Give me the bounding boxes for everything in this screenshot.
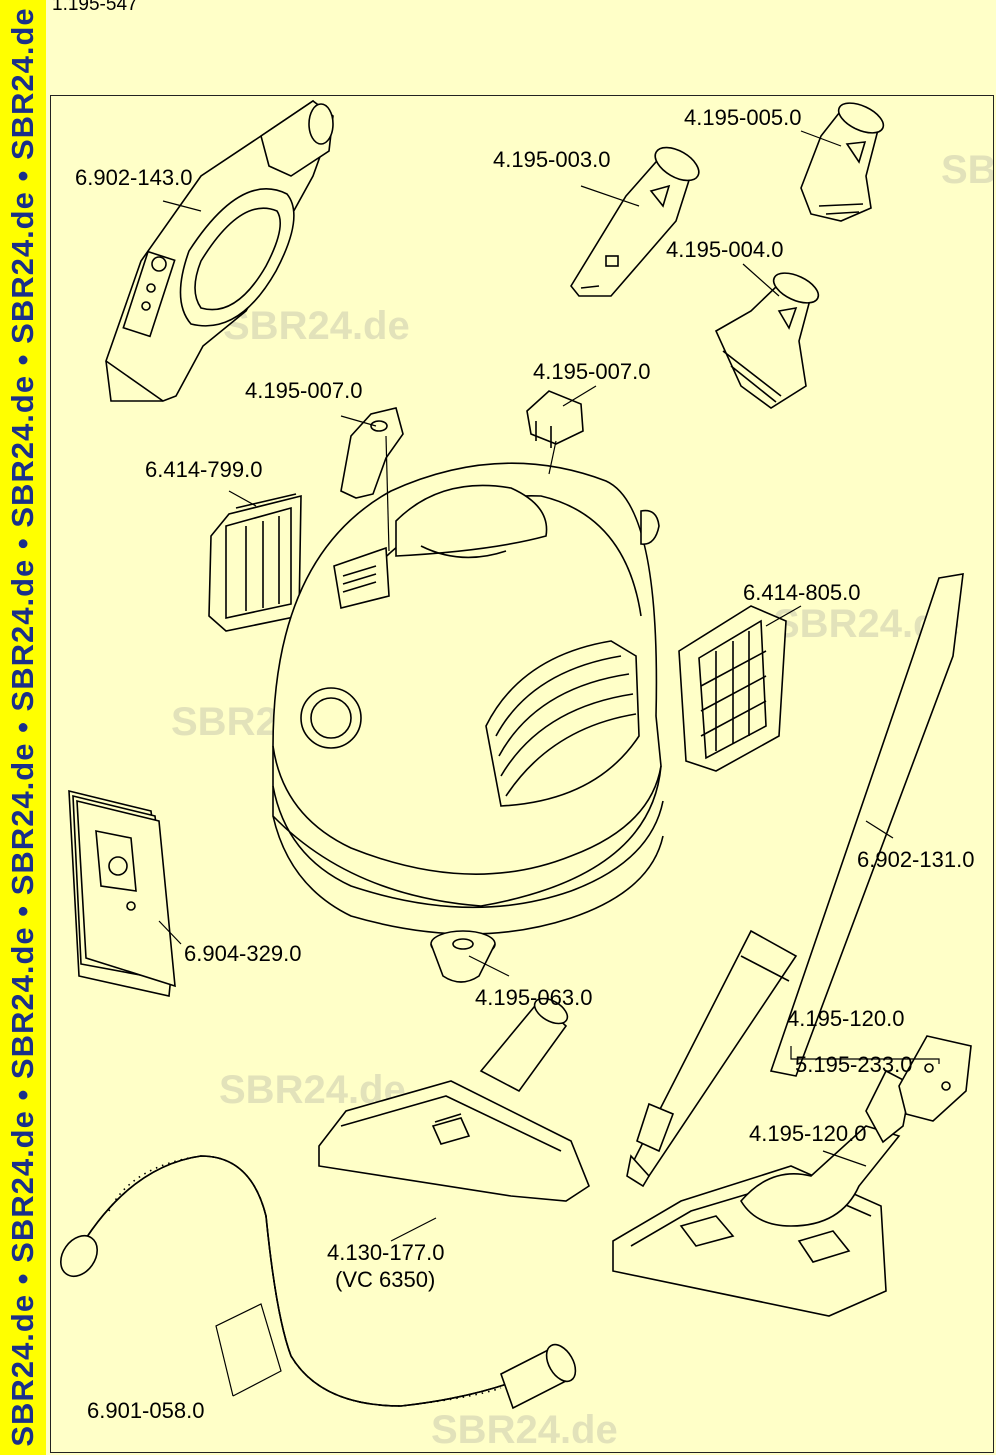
swivel-wheel-drawing [430, 930, 496, 983]
part-label: 6.902-143.0 [75, 165, 193, 190]
part-label: 6.414-799.0 [145, 457, 263, 482]
suction-tube-drawing [626, 573, 964, 1188]
watermark: SBR24.de [223, 304, 410, 348]
floor-nozzle-drawing [612, 1069, 912, 1317]
part-label: 4.195-063.0 [475, 985, 593, 1010]
part-label: 4.195-120.0 [787, 1006, 905, 1031]
upholstery-nozzle-drawing [714, 272, 820, 409]
part-label: 6.414-805.0 [743, 580, 861, 605]
leader-lines [158, 130, 940, 1397]
part-label: 6.901-058.0 [87, 1398, 205, 1423]
motor-filter-drawing [208, 493, 302, 632]
watermark: SBR24.de [431, 1408, 618, 1452]
elbow-drawing [570, 146, 700, 297]
part-label: 4.195-003.0 [493, 147, 611, 172]
document-number: 1.195-547 [52, 0, 138, 15]
part-label: 4.195-007.0 [533, 359, 651, 384]
part-label: 4.195-120.0 [749, 1121, 867, 1146]
clip-left-drawing [340, 407, 404, 499]
suction-hose-drawing [60, 1155, 577, 1410]
filter-bags-drawing [68, 789, 176, 997]
exploded-parts-drawing [60, 99, 972, 1410]
vacuum-body-drawing [272, 462, 664, 935]
part-label: 4.195-005.0 [684, 105, 802, 130]
part-label: 4.195-007.0 [245, 378, 363, 403]
hand-grip-drawing [105, 99, 334, 402]
part-label: 4.195-004.0 [666, 237, 784, 262]
part-label: 6.902-131.0 [857, 847, 975, 872]
crevice-nozzle-drawing [800, 102, 885, 222]
side-banner: SBR24.de • SBR24.de • SBR24.de • SBR24.d… [0, 0, 46, 1455]
hepa-filter-drawing [678, 605, 787, 772]
part-note: (VC 6350) [335, 1267, 436, 1292]
clip-right-drawing [526, 390, 584, 448]
part-label: 6.904-329.0 [184, 941, 302, 966]
diagram-frame: SBR24.de SBR24.de SBR24.de SBR24.de SBR2… [50, 95, 994, 1453]
nozzle-holder-drawing [898, 1035, 972, 1122]
floor-nozzle-turbo-drawing [318, 997, 590, 1202]
part-label: 4.130-177.0 [327, 1240, 445, 1265]
part-label: 5.195-233.0 [795, 1052, 913, 1077]
watermark: SB [941, 148, 994, 192]
banner-text: SBR24.de • SBR24.de • SBR24.de • SBR24.d… [5, 7, 40, 1447]
